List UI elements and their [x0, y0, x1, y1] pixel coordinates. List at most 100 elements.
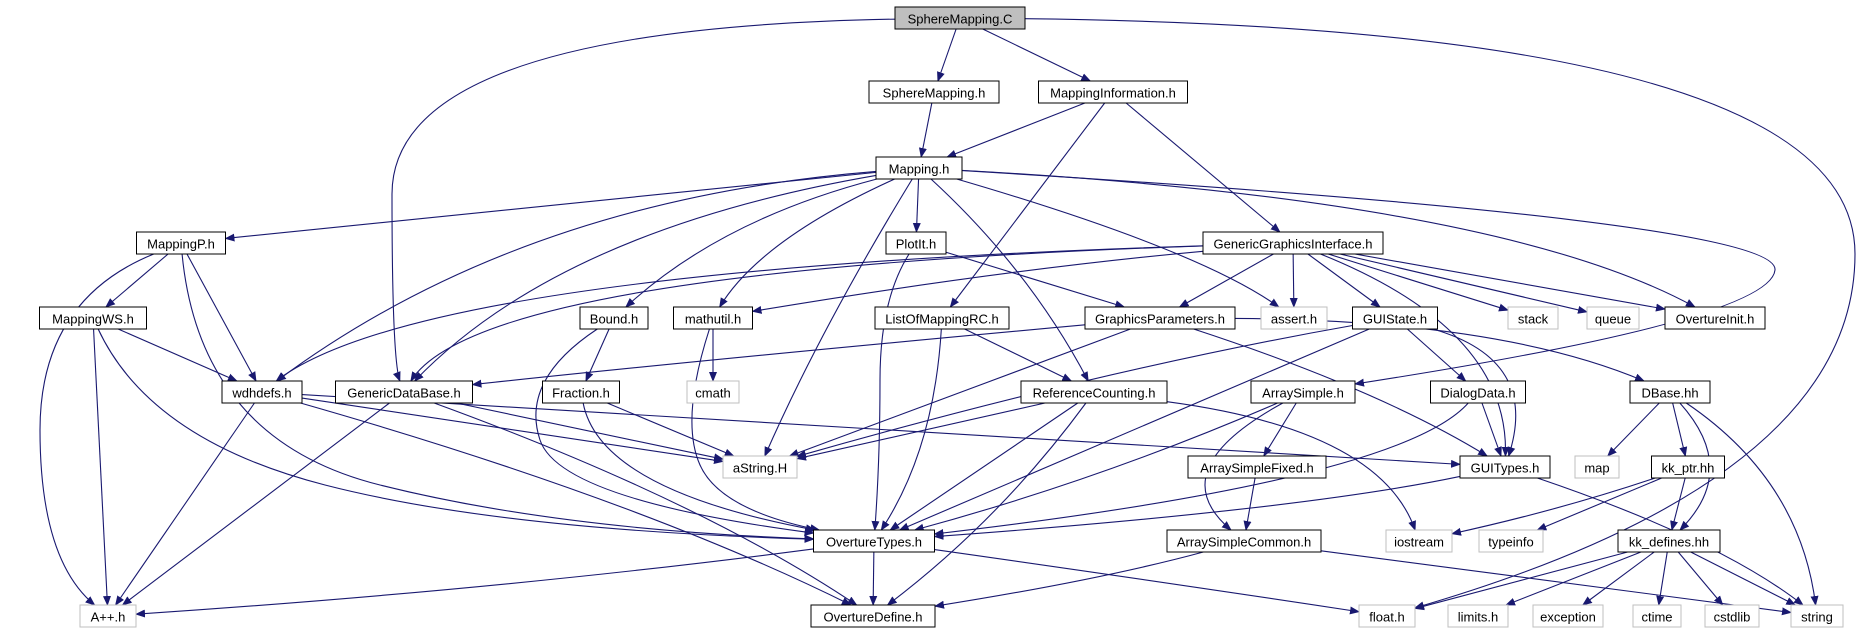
edge-kk-defines-hh-to-string — [1690, 551, 1797, 606]
dependency-edges — [39, 18, 1856, 618]
edge-genericgraphicsinterface-h-to-queue — [1339, 253, 1588, 314]
node-dbase-hh[interactable]: DBase.hh — [1629, 380, 1711, 404]
node-graphicsparameters-h[interactable]: GraphicsParameters.h — [1084, 306, 1236, 330]
node-box-mapping-h — [875, 156, 963, 180]
node-mapping-h[interactable]: Mapping.h — [875, 156, 963, 180]
node-label-stack: stack — [1518, 312, 1549, 327]
edge-genericgraphicsinterface-h-to-assert-h — [1289, 253, 1298, 308]
edge-wdhdefs-h-to-guitypes-h — [301, 394, 1461, 468]
edge-genericdatabase-h-to-app-h — [121, 402, 390, 606]
node-plotit-h[interactable]: PlotIt.h — [885, 231, 947, 255]
node-arraysimplecommon-h[interactable]: ArraySimpleCommon.h — [1166, 529, 1322, 553]
node-label-graphicsparameters-h: GraphicsParameters.h — [1095, 312, 1225, 327]
edge-genericgraphicsinterface-h-to-guistate-h — [1307, 253, 1381, 308]
edge-genericgraphicsinterface-h-to-overtureinit-h — [1354, 253, 1666, 312]
node-spheremapping-c[interactable]: SphereMapping.C — [894, 6, 1026, 30]
node-mathutil-h[interactable]: mathutil.h — [673, 306, 753, 330]
edge-genericgraphicsinterface-h-to-genericdatabase-h — [410, 245, 1204, 382]
edge-genericgraphicsinterface-h-to-mathutil-h — [751, 250, 1204, 314]
node-cmath: cmath — [686, 380, 740, 404]
node-label-app-h: A++.h — [91, 610, 126, 625]
node-kk-defines-hh[interactable]: kk_defines.hh — [1617, 529, 1721, 553]
node-box-graphicsparameters-h — [1084, 306, 1236, 330]
edge-genericgraphicsinterface-h-to-stack — [1328, 253, 1509, 312]
node-map: map — [1574, 455, 1620, 479]
edge-spheremapping-c-to-genericdatabase-h — [391, 18, 896, 382]
node-label-spheremapping-c: SphereMapping.C — [908, 12, 1013, 27]
node-dialogdata-h[interactable]: DialogData.h — [1430, 380, 1526, 404]
node-label-plotit-h: PlotIt.h — [896, 237, 936, 252]
edge-genericgraphicsinterface-h-to-graphicsparameters-h — [1178, 253, 1274, 308]
node-box-typeinfo — [1478, 529, 1544, 553]
edge-arraysimple-h-to-overturetypes-h — [913, 402, 1278, 532]
node-referencecounting-h[interactable]: ReferenceCounting.h — [1020, 380, 1168, 404]
node-limits-h: limits.h — [1447, 604, 1509, 628]
node-label-arraysimplefixed-h: ArraySimpleFixed.h — [1200, 461, 1313, 476]
node-astring-h: aString.H — [722, 455, 798, 479]
node-genericdatabase-h[interactable]: GenericDataBase.h — [335, 380, 473, 404]
node-label-ctime: ctime — [1641, 610, 1672, 625]
node-label-guistate-h: GUIState.h — [1363, 312, 1427, 327]
node-box-float-h — [1358, 604, 1416, 628]
node-mappingws-h[interactable]: MappingWS.h — [39, 306, 147, 330]
node-box-ctime — [1632, 604, 1682, 628]
node-listofmappingrc-h[interactable]: ListOfMappingRC.h — [874, 306, 1010, 330]
edge-wdhdefs-h-to-app-h — [114, 402, 255, 606]
node-guitypes-h[interactable]: GUITypes.h — [1459, 455, 1551, 479]
edge-genericgraphicsinterface-h-to-guitypes-h — [1320, 253, 1510, 457]
edge-kk-defines-hh-to-cstdlib — [1677, 551, 1724, 606]
edge-guistate-h-to-overturetypes-h — [898, 328, 1370, 531]
edge-mappingp-h-to-overturetypes-h — [181, 253, 815, 543]
edge-graphicsparameters-h-to-guitypes-h — [1193, 328, 1488, 457]
edge-referencecounting-h-to-iostream — [1166, 401, 1416, 531]
node-mappinginformation-h[interactable]: MappingInformation.h — [1038, 80, 1188, 104]
node-label-cmath: cmath — [695, 386, 730, 401]
node-label-iostream: iostream — [1394, 535, 1444, 550]
node-label-guitypes-h: GUITypes.h — [1471, 461, 1540, 476]
node-label-string: string — [1801, 610, 1833, 625]
node-stack: stack — [1507, 306, 1559, 330]
node-box-app-h — [79, 604, 137, 628]
node-mappingp-h[interactable]: MappingP.h — [136, 231, 226, 255]
node-guistate-h[interactable]: GUIState.h — [1352, 306, 1438, 330]
node-box-genericgraphicsinterface-h — [1202, 231, 1384, 255]
node-box-fraction-h — [542, 380, 620, 404]
edge-mathutil-h-to-overturetypes-h — [691, 328, 821, 533]
node-box-arraysimple-h — [1250, 380, 1356, 404]
node-overturetypes-h[interactable]: OvertureTypes.h — [813, 529, 935, 553]
node-label-genericdatabase-h: GenericDataBase.h — [347, 386, 460, 401]
node-label-limits-h: limits.h — [1458, 610, 1498, 625]
node-label-kk-ptr-hh: kk_ptr.hh — [1662, 461, 1715, 476]
node-bound-h[interactable]: Bound.h — [579, 306, 649, 330]
node-label-astring-h: aString.H — [733, 461, 787, 476]
node-fraction-h[interactable]: Fraction.h — [542, 380, 620, 404]
node-label-bound-h: Bound.h — [590, 312, 638, 327]
edge-kk-ptr-hh-to-iostream — [1451, 477, 1656, 536]
node-float-h: float.h — [1358, 604, 1416, 628]
edge-referencecounting-h-to-astring-h — [796, 402, 1046, 461]
node-box-stack — [1507, 306, 1559, 330]
node-box-kk-ptr-hh — [1651, 455, 1725, 479]
node-spheremapping-h[interactable]: SphereMapping.h — [868, 80, 1000, 104]
node-label-wdhdefs-h: wdhdefs.h — [231, 386, 291, 401]
node-arraysimple-h[interactable]: ArraySimple.h — [1250, 380, 1356, 404]
node-wdhdefs-h[interactable]: wdhdefs.h — [221, 380, 303, 404]
node-genericgraphicsinterface-h[interactable]: GenericGraphicsInterface.h — [1202, 231, 1384, 255]
node-box-spheremapping-h — [868, 80, 1000, 104]
node-box-string — [1790, 604, 1844, 628]
edge-mappingp-h-to-wdhdefs-h — [186, 253, 257, 382]
node-label-mappingws-h: MappingWS.h — [52, 312, 134, 327]
node-label-mathutil-h: mathutil.h — [685, 312, 741, 327]
node-overtureinit-h[interactable]: OvertureInit.h — [1664, 306, 1766, 330]
node-iostream: iostream — [1385, 529, 1453, 553]
node-arraysimplefixed-h[interactable]: ArraySimpleFixed.h — [1187, 455, 1327, 479]
node-box-assert-h — [1260, 306, 1328, 330]
edge-mappingp-h-to-mappingws-h — [105, 253, 169, 308]
node-label-arraysimplecommon-h: ArraySimpleCommon.h — [1177, 535, 1311, 550]
edge-fraction-h-to-astring-h — [607, 402, 735, 457]
edge-guistate-h-to-dialogdata-h — [1406, 328, 1467, 382]
node-label-cstdlib: cstdlib — [1714, 610, 1751, 625]
node-overturedefine-h[interactable]: OvertureDefine.h — [810, 604, 936, 628]
node-kk-ptr-hh[interactable]: kk_ptr.hh — [1651, 455, 1725, 479]
edge-dbase-hh-to-string — [1685, 402, 1819, 606]
